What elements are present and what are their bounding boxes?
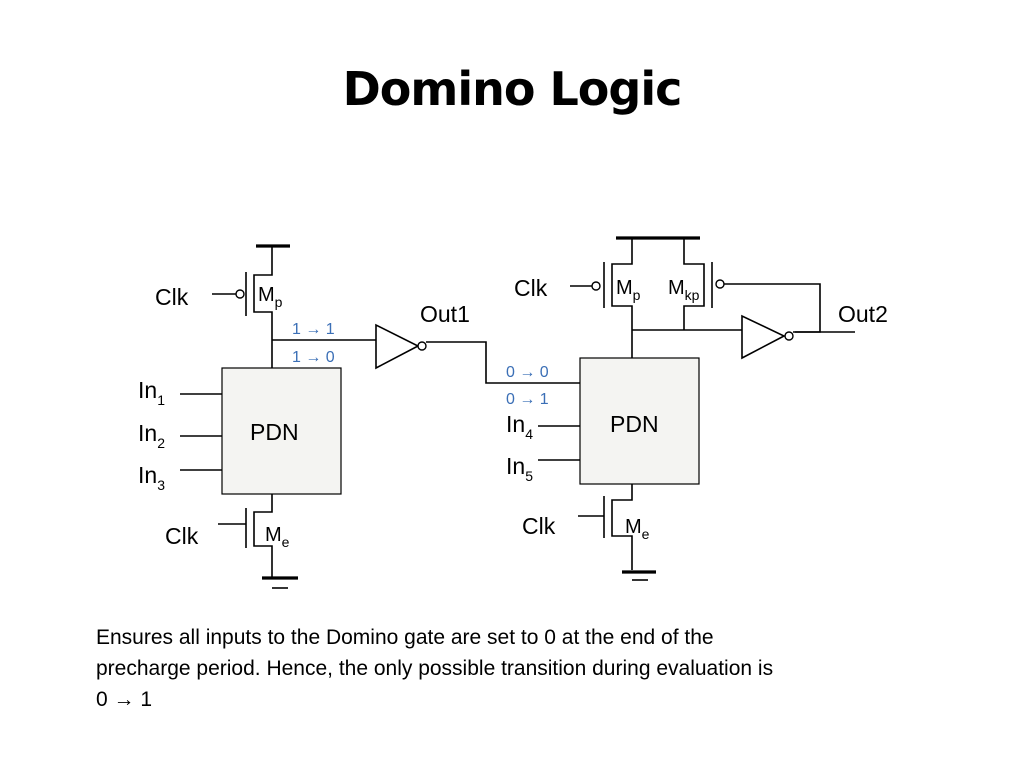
domino-circuit-diagram: Clk Mp 1 → 1 1 → 0 Out1 In1 In2 In3 PDN …: [138, 236, 888, 589]
caption-line-3: 0 → 1: [96, 688, 153, 711]
stage1-pdn-label: PDN: [250, 419, 299, 445]
in5-label: In5: [506, 453, 533, 484]
stage2-transition-a: 0 → 0: [506, 364, 549, 381]
stage1-mp-transistor: [212, 246, 273, 368]
caption-line-2: precharge period. Hence, the only possib…: [96, 657, 774, 680]
stage2-pdn-box: [579, 357, 700, 485]
stage1-mp-gate-bubble: [235, 289, 245, 299]
stage2-mp-label: Mp: [616, 277, 641, 303]
out2-label: Out2: [838, 301, 888, 327]
stage1-clk-top-label: Clk: [155, 284, 189, 310]
stage2-transition-b: 0 → 1: [506, 391, 549, 408]
stage2-me-transistor: [578, 484, 633, 570]
stage2-clk-top-label: Clk: [514, 275, 548, 301]
stage1-circuit: Clk Mp 1 → 1 1 → 0 Out1 In1 In2 In3 PDN …: [138, 244, 580, 589]
stage2-me-label: Me: [625, 516, 650, 542]
in1-label: In1: [138, 377, 165, 408]
stage1-transition-b: 1 → 0: [292, 349, 335, 366]
stage2-clk-bottom-label: Clk: [522, 513, 556, 539]
slide-title: Domino Logic: [342, 62, 683, 116]
stage2-mp-transistor: [570, 238, 633, 358]
stage2-inverter: [741, 314, 794, 360]
out1-label: Out1: [420, 301, 470, 327]
stage2-mp-gate-bubble: [591, 281, 601, 291]
stage1-mp-label: Mp: [258, 284, 283, 310]
stage2-mkp-gate-bubble: [715, 279, 725, 289]
out1-wire: [426, 341, 580, 384]
stage1-pdn-box: [221, 367, 342, 495]
in2-label: In2: [138, 420, 165, 451]
stage2-mkp-transistor: [683, 238, 821, 333]
stage1-me-transistor: [218, 494, 273, 578]
stage1-inverter: [375, 323, 427, 370]
stage2-circuit: Clk Mp Mkp Out2 0 → 0 0 → 1 In4 In5 PDN …: [506, 236, 888, 581]
stage1-clk-bottom-label: Clk: [165, 523, 199, 549]
stage2-pdn-label: PDN: [610, 411, 659, 437]
stage1-me-label: Me: [265, 524, 290, 550]
in3-label: In3: [138, 462, 165, 493]
in4-label: In4: [506, 411, 533, 442]
caption-text: Ensures all inputs to the Domino gate ar…: [96, 622, 956, 715]
stage1-transition-a: 1 → 1: [292, 321, 335, 338]
caption-line-1: Ensures all inputs to the Domino gate ar…: [96, 626, 714, 649]
stage2-mkp-label: Mkp: [668, 277, 700, 303]
